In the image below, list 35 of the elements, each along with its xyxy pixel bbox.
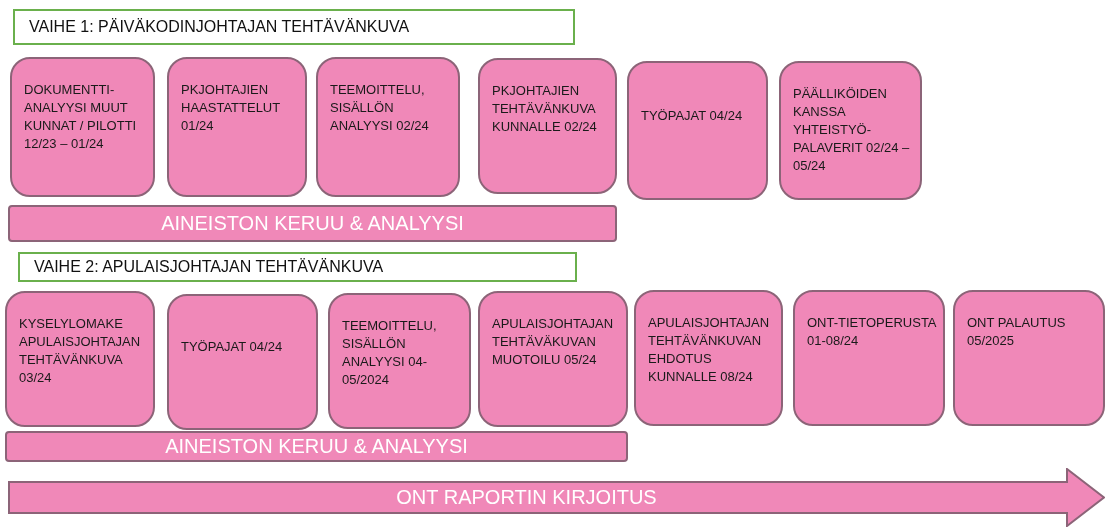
- task-box: [10, 57, 155, 197]
- task-label: ONT PALAUTUS 05/2025: [967, 314, 1067, 350]
- task-box: [634, 290, 783, 426]
- phase-label: ONT RAPORTIN KIRJOITUS: [396, 486, 657, 509]
- task-box: [167, 294, 318, 430]
- task-label: PKJOHTAJIEN HAASTATTELUT 01/24: [181, 81, 281, 135]
- phase-band: [8, 205, 617, 242]
- phase-label: VAIHE 1: PÄIVÄKODINJOHTAJAN TEHTÄVÄNKUVA: [29, 18, 410, 36]
- task-box: [779, 61, 922, 200]
- task-label: PÄÄLLIKÖIDEN KANSSA YHTEISTYÖ-PALAVERIT 02/24 – 05/24: [793, 85, 911, 175]
- phase-label: VAIHE 2: APULAISJOHTAJAN TEHTÄVÄNKUVA: [34, 258, 384, 276]
- phase-label: AINEISTON KERUU & ANALYYSI: [165, 435, 468, 458]
- task-label: ONT-TIETOPERUSTA 01-08/24: [807, 314, 938, 350]
- task-box: [953, 290, 1105, 426]
- task-box: [793, 290, 945, 426]
- task-label: APULAISJOHTAJAN TEHTÄVÄNKUVAN EHDOTUS KUNNALLE 08/24: [648, 314, 771, 386]
- task-label: PKJOHTAJIEN TEHTÄVÄNKUVA KUNNALLE 02/24: [492, 82, 598, 136]
- task-box: [478, 291, 628, 427]
- task-box: [478, 58, 617, 194]
- task-label: APULAISJOHTAJAN TEHTÄVÄKUVAN MUOTOILU 05/24: [492, 315, 615, 369]
- task-label: TYÖPAJAT 04/24: [181, 338, 283, 356]
- phase-band: [5, 431, 628, 462]
- task-label: KYSELYLOMAKE APULAISJOHTAJAN TEHTÄVÄNKUVA 03/24: [19, 315, 142, 387]
- phase-heading-box: [13, 9, 575, 45]
- task-label: TEEMOITTELU, SISÄLLÖN ANALYYSI 04-05/2024: [342, 317, 438, 389]
- task-box: [316, 57, 460, 197]
- task-box: [167, 57, 307, 197]
- task-label: DOKUMENTTI-ANALYYSI MUUT KUNNAT / PILOTTI 12/23 – 01/24: [24, 81, 138, 153]
- task-box: [328, 293, 471, 429]
- task-label: TEEMOITTELU, SISÄLLÖN ANALYYSI 02/24: [330, 81, 430, 135]
- task-box: [627, 61, 768, 200]
- task-label: TYÖPAJAT 04/24: [641, 106, 743, 125]
- phase-heading-box: [18, 252, 577, 282]
- phase-label: AINEISTON KERUU & ANALYYSI: [161, 212, 464, 235]
- task-box: [5, 291, 155, 427]
